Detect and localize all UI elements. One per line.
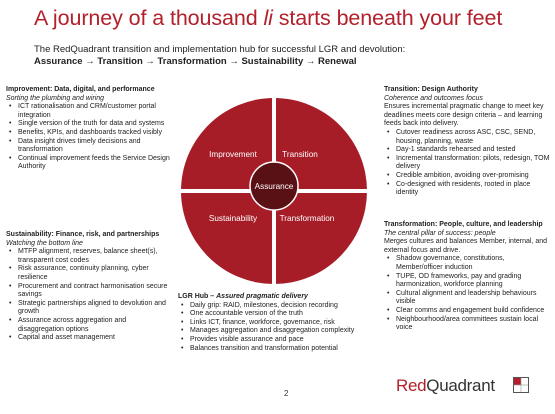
list-item: Day-1 standards rehearsed and tested	[387, 146, 550, 155]
list-item: Procurement and contract harmonisation s…	[9, 283, 174, 300]
list-item: One accountable version of the truth	[181, 310, 373, 319]
list-item: Co-designed with residents, rooted in pl…	[387, 181, 550, 198]
list-item: Balances transition and transformation p…	[181, 345, 373, 354]
sustainability-subheading: Watching the bottom line	[6, 239, 83, 247]
sustainability-list: MTFP alignment, reserves, balance sheet(…	[6, 248, 174, 343]
design-intro: Ensures incremental pragmatic change to …	[384, 103, 544, 128]
subtitle: The RedQuadrant transition and implement…	[34, 44, 405, 68]
list-item: Cultural alignment and leadership behavi…	[387, 290, 552, 307]
redquadrant-logo: RedQuadrant	[396, 374, 534, 398]
quadrant-transformation	[276, 193, 367, 284]
list-item: Risk assurance, continuity planning, cyb…	[9, 265, 174, 282]
label-sustainability: Sustainability	[209, 214, 258, 223]
people-intro: Merges cultures and balances Member, int…	[384, 238, 548, 254]
list-item: Incremental transformation: pilots, rede…	[387, 155, 550, 172]
list-item: Capital and asset management	[9, 334, 174, 343]
people-heading: Transformation: People, culture, and lea…	[384, 221, 543, 228]
design-heading: Transition: Design Authority	[384, 86, 478, 93]
improvement-section: Improvement: Data, digital, and performa…	[6, 86, 171, 172]
people-list: Shadow governance, constitutions, Member…	[384, 255, 552, 332]
list-item: Daily grip: RAID, milestones, decision r…	[181, 302, 373, 311]
hub-heading: LGR Hub – Assured pragmatic delivery	[178, 293, 308, 300]
people-section: Transformation: People, culture, and lea…	[384, 221, 552, 333]
hub-list: Daily grip: RAID, milestones, decision r…	[178, 302, 373, 354]
center-circle	[249, 161, 299, 211]
logo-wordmark: RedQuadrant	[396, 376, 495, 395]
sustainability-heading: Sustainability: Finance, risk, and partn…	[6, 231, 160, 238]
list-item: Links ICT, finance, workforce, governanc…	[181, 319, 373, 328]
improvement-subheading: Sorting the plumbing and wiring	[6, 94, 105, 102]
list-item: Provides visible assurance and pace	[181, 336, 373, 345]
logo-quadrant-icon	[513, 377, 529, 393]
label-assurance: Assurance	[255, 182, 294, 191]
quadrant-sustainability	[181, 193, 272, 284]
design-subheading: Coherence and outcomes focus	[384, 94, 483, 102]
label-transition: Transition	[282, 150, 318, 159]
list-item: Shadow governance, constitutions, Member…	[387, 255, 552, 272]
label-transformation: Transformation	[280, 214, 335, 223]
page-title: A journey of a thousand li starts beneat…	[34, 6, 503, 30]
improvement-list: ICT rationalisation and CRM/customer por…	[6, 103, 171, 172]
list-item: Strategic partnerships aligned to devolu…	[9, 300, 174, 317]
list-item: Credible ambition, avoiding over-promisi…	[387, 172, 550, 181]
page-number: 2	[284, 389, 289, 398]
subtitle-line-2: Assurance → Transition → Transformation …	[34, 56, 357, 67]
people-subheading: The central pillar of success: people	[384, 229, 496, 237]
design-authority-section: Transition: Design Authority Coherence a…	[384, 86, 550, 198]
lgr-hub-section: LGR Hub – Assured pragmatic delivery Dai…	[178, 293, 373, 353]
list-item: Cutover readiness across ASC, CSC, SEND,…	[387, 129, 550, 146]
list-item: ICT rationalisation and CRM/customer por…	[9, 103, 171, 120]
list-item: Neighbourhood/area committees sustain lo…	[387, 316, 552, 333]
list-item: Benefits, KPIs, and dashboards tracked v…	[9, 129, 171, 138]
list-item: Assurance across aggregation and disaggr…	[9, 317, 174, 334]
design-list: Cutover readiness across ASC, CSC, SEND,…	[384, 129, 550, 198]
improvement-heading: Improvement: Data, digital, and performa…	[6, 86, 155, 93]
list-item: MTFP alignment, reserves, balance sheet(…	[9, 248, 174, 265]
list-item: Data insight drives timely decisions and…	[9, 138, 171, 155]
list-item: Clear comms and engagement build confide…	[387, 307, 552, 316]
list-item: Continual improvement feeds the Service …	[9, 155, 171, 172]
list-item: TUPE, OD frameworks, pay and grading har…	[387, 273, 552, 290]
label-improvement: Improvement	[209, 150, 258, 159]
subtitle-line-1: The RedQuadrant transition and implement…	[34, 44, 406, 55]
quadrant-wheel: Improvement Transition Sustainability Tr…	[181, 98, 367, 284]
sustainability-section: Sustainability: Finance, risk, and partn…	[6, 231, 174, 343]
list-item: Manages aggregation and disaggregation c…	[181, 327, 373, 336]
list-item: Single version of the truth for data and…	[9, 120, 171, 129]
